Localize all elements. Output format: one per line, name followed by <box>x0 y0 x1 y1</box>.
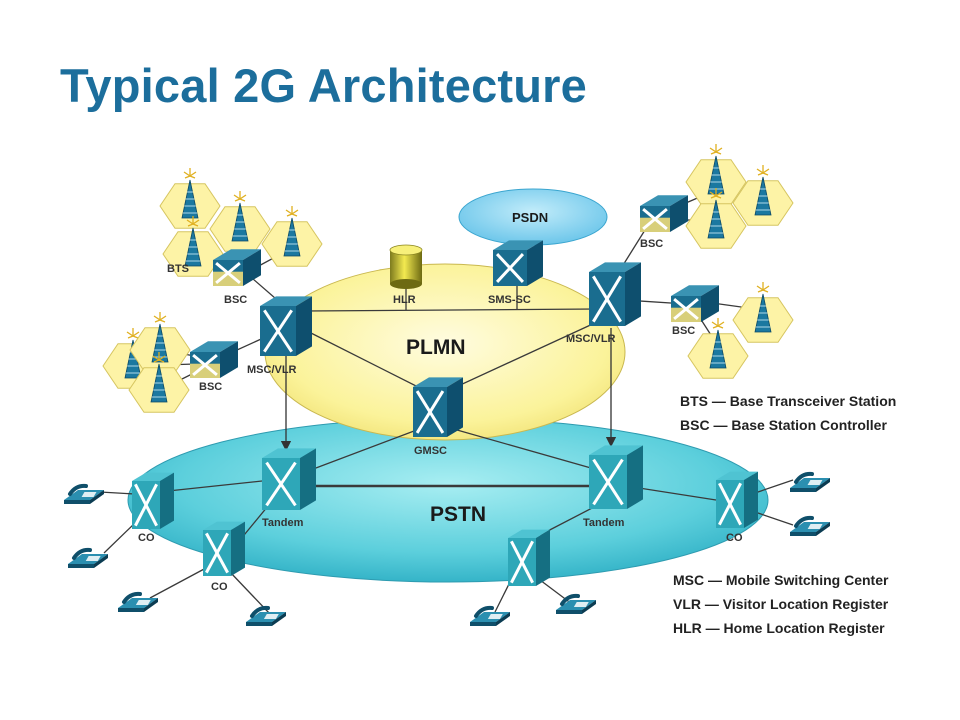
msc-vlr-right-label: MSC/VLR <box>566 333 616 345</box>
legend-item: HLR — Home Location Register <box>673 620 885 636</box>
telephone-icon <box>118 591 158 612</box>
bts-cell-icon <box>732 165 794 226</box>
legend-item: VLR — Visitor Location Register <box>673 596 889 612</box>
bsc-top-right-icon <box>640 195 688 232</box>
tandem-left-label: Tandem <box>262 517 304 529</box>
bts-cell-icon <box>128 352 190 413</box>
bsc-left-label: BSC <box>199 381 222 393</box>
bts-cell-icon <box>732 282 794 343</box>
telephone-icon <box>790 471 830 492</box>
network-links <box>99 189 794 615</box>
tandem-right-icon <box>589 445 643 509</box>
bts-cells <box>102 144 794 413</box>
bts-cell-icon <box>687 318 749 379</box>
page-title: Typical 2G Architecture <box>60 59 587 112</box>
bts-cell-icon <box>261 206 323 267</box>
bts-label: BTS <box>167 263 189 275</box>
gmsc-label: GMSC <box>414 445 447 457</box>
bts-cell-icon <box>162 216 224 277</box>
legend-bts-bsc: BTS — Base Transceiver Station BSC — Bas… <box>680 389 896 437</box>
co-center-icon <box>508 529 550 586</box>
bts-cell-icon <box>209 191 271 252</box>
plmn-label: PLMN <box>406 336 466 359</box>
telephone-icon <box>470 605 510 626</box>
co-bottom-icon <box>203 521 245 576</box>
bsc-right-icon <box>671 285 719 322</box>
msc-vlr-right-icon <box>589 262 641 326</box>
bsc-left-icon <box>190 341 238 378</box>
hlr-database-icon <box>389 244 423 289</box>
msc-vlr-left-label: MSC/VLR <box>247 364 297 376</box>
bsc-top-left-label: BSC <box>224 294 247 306</box>
legend-item: BSC — Base Station Controller <box>680 417 887 433</box>
sms-sc-label: SMS-SC <box>488 294 531 306</box>
hlr-label: HLR <box>393 294 416 306</box>
legend-item: BTS — Base Transceiver Station <box>680 393 897 409</box>
bsc-top-right-label: BSC <box>640 238 663 250</box>
telephone-icon <box>68 547 108 568</box>
gmsc-icon <box>413 377 463 437</box>
bts-cell-icon <box>685 188 747 249</box>
telephone-icon <box>246 605 286 626</box>
co-bottom-label: CO <box>211 581 228 593</box>
telephones <box>64 471 830 626</box>
telephone-icon <box>556 593 596 614</box>
tandem-left-icon <box>262 448 316 510</box>
bts-cell-icon <box>685 144 747 205</box>
bsc-top-left-icon <box>213 249 261 286</box>
switch-nodes <box>132 195 758 586</box>
bts-cell-icon <box>159 168 221 229</box>
co-left-label: CO <box>138 532 155 544</box>
co-left-icon <box>132 472 174 529</box>
legend-msc-vlr-hlr: MSC — Mobile Switching Center VLR — Visi… <box>673 568 888 640</box>
tandem-right-label: Tandem <box>583 517 625 529</box>
legend-item: MSC — Mobile Switching Center <box>673 572 889 588</box>
psdn-label: PSDN <box>512 210 548 225</box>
bts-cell-icon <box>129 312 191 373</box>
bsc-right-label: BSC <box>672 325 695 337</box>
co-right-label: CO <box>726 532 743 544</box>
sms-sc-icon <box>493 240 543 286</box>
telephone-icon <box>64 483 104 504</box>
msc-vlr-left-icon <box>260 296 312 356</box>
telephone-icon <box>790 515 830 536</box>
co-right-icon <box>716 471 758 528</box>
pstn-label: PSTN <box>430 503 486 526</box>
